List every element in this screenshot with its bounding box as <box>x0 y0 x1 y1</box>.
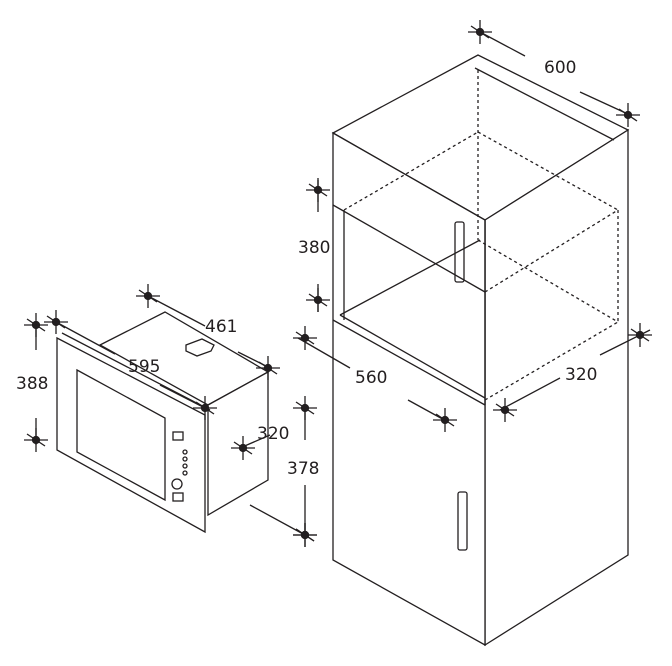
tall-cabinet <box>331 54 630 647</box>
door-handle-lower <box>457 491 468 551</box>
dim-560: 560 <box>355 368 388 388</box>
dimension-line <box>297 337 351 369</box>
dim-388: 388 <box>16 374 49 394</box>
dim-461: 461 <box>205 317 238 337</box>
dimension-line <box>147 295 206 327</box>
dimension-line <box>499 377 561 411</box>
dimension-line <box>55 321 116 355</box>
hidden-edges <box>343 70 619 401</box>
dim-320-opening: 320 <box>565 365 598 385</box>
dimension-line <box>159 384 206 409</box>
door-handle-upper <box>454 221 465 283</box>
dimension-line <box>479 31 526 57</box>
dimension-lines <box>24 20 652 547</box>
dim-380: 380 <box>298 238 331 258</box>
display <box>172 431 184 441</box>
vent <box>185 338 215 357</box>
dial <box>171 478 183 490</box>
dim-378: 378 <box>287 459 320 479</box>
dim-595: 595 <box>128 357 161 377</box>
dim-320-body: 320 <box>257 424 290 444</box>
microwave <box>56 311 270 534</box>
dim-600: 600 <box>544 58 577 78</box>
dimension-line <box>249 504 306 536</box>
